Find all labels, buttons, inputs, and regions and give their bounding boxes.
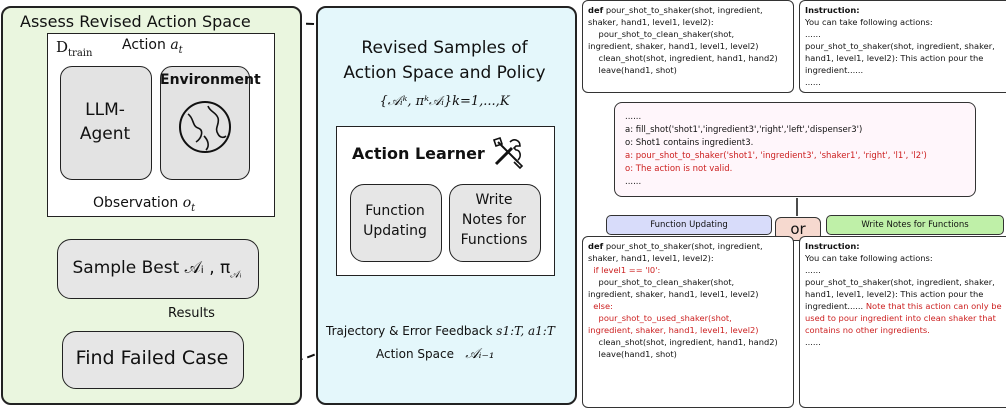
instruction-line: hand1, level1, level2): This action pour…	[805, 289, 984, 299]
code-line: ingredient, shaker, hand1, level1, level…	[588, 289, 759, 299]
code-line: leave(hand1, shot)	[588, 65, 677, 75]
instruction-line: You can take following actions:	[805, 253, 933, 263]
code-line: ingredient, shaker, hand1, level1, level…	[588, 41, 759, 51]
code-line: if level1 == 'l0':	[588, 265, 661, 275]
code-line: clean_shot(shot, ingredient, hand1, hand…	[588, 53, 778, 63]
samples-set-notation: {𝒜ᵢᵏ, πᵏ𝒜ᵢ}k=1,...,K	[379, 94, 510, 109]
instruction-line: You can take following actions:	[805, 17, 933, 27]
instruction-line: ......	[805, 265, 821, 275]
instruction-line: ......	[805, 77, 821, 87]
instruction-line: Instruction:	[805, 5, 860, 15]
tag-function-updating: Function Updating	[606, 215, 772, 235]
instruction-line: Instruction:	[805, 241, 860, 251]
code-line: def pour_shot_to_shaker(shot, ingredient…	[588, 5, 763, 15]
trajectory-line: a: fill_shot('shot1','ingredient3','righ…	[625, 125, 863, 135]
sample-best-box	[57, 239, 259, 299]
globe-icon	[179, 101, 231, 153]
revised-samples-dashed-arrow	[245, 22, 315, 42]
action-space-label: Action Space 𝒜ᵢ₋₁	[376, 346, 495, 362]
updated-function-code: def pour_shot_to_shaker(shot, ingredient…	[582, 236, 794, 408]
code-line: pour_shot_to_clean_shaker(shot,	[588, 277, 735, 287]
original-instruction: Instruction: You can take following actio…	[799, 0, 1006, 93]
trajectory-line: o: The action is not valid.	[625, 164, 733, 174]
instruction-line: contains no other ingredients.	[805, 325, 930, 335]
instruction-line: used to pour ingredient into clean shake…	[805, 313, 996, 323]
trajectory-line: ......	[625, 112, 642, 122]
assess-panel-title: Assess Revised Action Space	[20, 12, 251, 31]
code-line: def pour_shot_to_shaker(shot, ingredient…	[588, 241, 763, 251]
function-updating-box	[350, 184, 442, 262]
instruction-line: ingredient......	[805, 65, 864, 75]
trajectory-line: o: Shot1 contains ingredient3.	[625, 138, 754, 148]
action-learner-title: Action Learner	[352, 144, 485, 163]
instruction-line: ......	[805, 337, 821, 347]
updated-instruction: Instruction: You can take following actio…	[799, 236, 1006, 408]
code-line: pour_shot_to_used_shaker(shot,	[588, 313, 732, 323]
llm-agent-label: LLM-Agent	[79, 100, 131, 144]
environment-box	[160, 66, 250, 180]
environment-label: Environment	[160, 72, 261, 88]
code-line: clean_shot(shot, ingredient, hand1, hand…	[588, 337, 778, 347]
instruction-line: pour_shot_to_shaker(shot, ingredient, sh…	[805, 277, 995, 287]
trajectory-line: ......	[625, 177, 642, 187]
code-line: shaker, hand1, level1, level2):	[588, 253, 714, 263]
find-failed-case-label: Find Failed Case	[75, 347, 229, 369]
instruction-line: pour_shot_to_shaker(shot, ingredient, sh…	[805, 41, 995, 51]
code-line: else:	[588, 301, 613, 311]
find-failed-case-box	[62, 331, 244, 389]
tag-write-notes: Write Notes for Functions	[826, 215, 1004, 235]
code-line: pour_shot_to_clean_shaker(shot,	[588, 29, 735, 39]
trajectory-box: ...... a: fill_shot('shot1','ingredient3'…	[614, 102, 976, 197]
sample-best-label: Sample Best 𝒜ᵢ , π𝒜ᵢ	[72, 258, 242, 281]
code-line: shaker, hand1, level1, level2):	[588, 17, 714, 27]
results-label: Results	[168, 306, 215, 321]
original-function-code: def pour_shot_to_shaker(shot, ingredient…	[582, 0, 794, 93]
feedback-label: Trajectory & Error Feedback s1:T, a1:T	[326, 324, 555, 338]
tools-icon	[492, 136, 524, 170]
code-line: ingredient, shaker, hand1, level1, level…	[588, 325, 759, 335]
instruction-line: hand1, level1, level2): This action pour…	[805, 53, 984, 63]
action-label: Action at	[122, 37, 183, 56]
observation-label: Observation ot	[93, 195, 196, 214]
dataset-label: Dtrain	[56, 38, 93, 59]
trajectory-line: a: pour_shot_to_shaker('shot1', 'ingredi…	[625, 151, 927, 161]
instruction-line: ingredient...... Note that this action c…	[805, 301, 1002, 311]
code-line: leave(hand1, shot)	[588, 349, 677, 359]
write-notes-box	[449, 184, 541, 262]
instruction-line: ......	[805, 29, 821, 39]
llm-agent-box	[60, 66, 152, 180]
